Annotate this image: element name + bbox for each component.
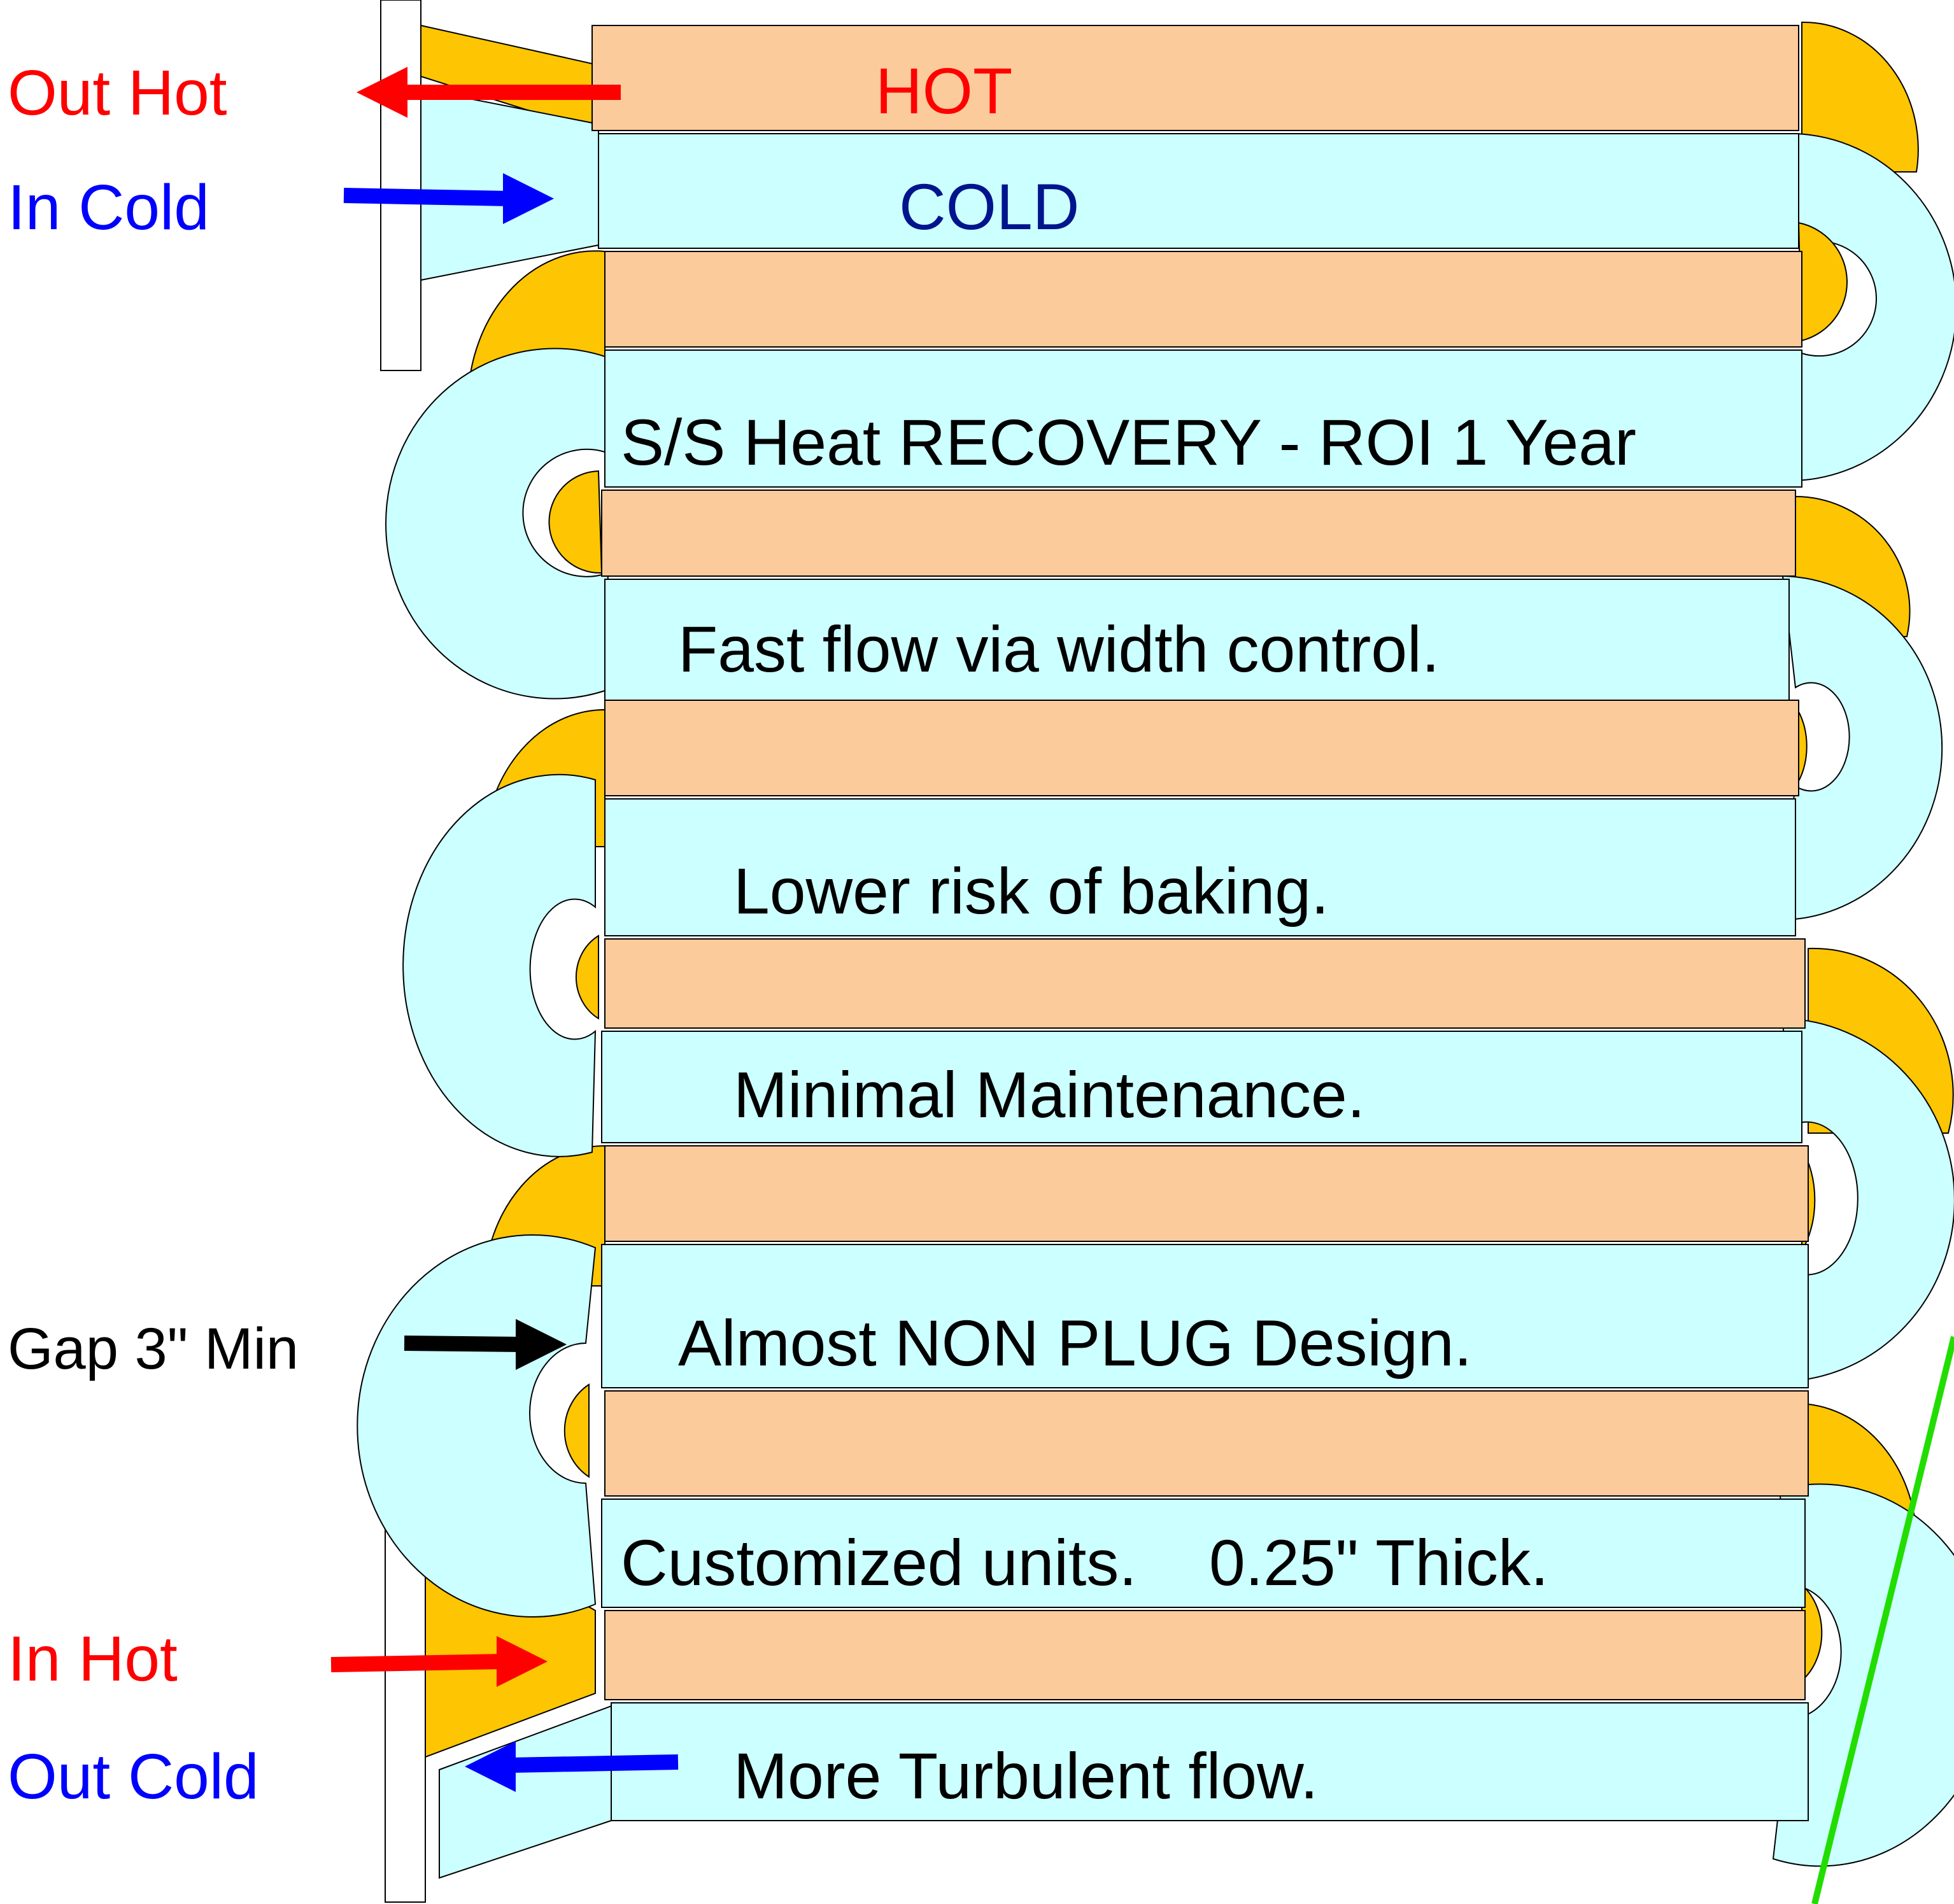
bend-hot-left-small [563, 1383, 590, 1478]
channels [591, 25, 1809, 1821]
bend-hot-right-small [1797, 222, 1848, 342]
bottom-header-plate [385, 1507, 426, 1903]
bend-cold-right [1775, 575, 1943, 921]
cold-channel-label: COLD [899, 171, 1079, 243]
hot-channel [604, 251, 1802, 348]
bend-cold-left [402, 773, 597, 1157]
diagonal-line [1811, 1336, 1954, 1904]
feature-custom: Customized units. 0.25" Thick. [621, 1527, 1548, 1599]
cold-channel [601, 1499, 1806, 1608]
hot-channel [604, 938, 1806, 1029]
bend-cold-left [385, 348, 609, 700]
feature-non-plug: Almost NON PLUG Design. [678, 1307, 1472, 1379]
hot-channel [604, 700, 1799, 796]
cold-channel [611, 1702, 1809, 1821]
bend-hot-left-small [548, 470, 603, 574]
in-hot-arrow [330, 1636, 548, 1687]
gap-arrow [404, 1319, 567, 1370]
feature-baking: Lower risk of baking. [733, 855, 1329, 927]
cold-channel [598, 133, 1799, 249]
hot-channel-label: HOT [875, 55, 1012, 127]
hot-channel [604, 1145, 1809, 1242]
feature-turbulent: More Turbulent flow. [733, 1740, 1318, 1812]
bends [357, 21, 1954, 1867]
flow-arrows [330, 67, 679, 1792]
out-cold-label: Out Cold [8, 1741, 259, 1812]
bend-cold-right [1772, 1483, 1954, 1867]
feature-maintenance: Minimal Maintenance. [733, 1059, 1365, 1131]
in-hot-label: In Hot [8, 1623, 178, 1695]
hot-channel [591, 25, 1799, 131]
feature-roi: S/S Heat RECOVERY - ROI 1 Year [621, 406, 1636, 479]
bend-hot-right [1801, 21, 1919, 173]
top-header-plate [380, 0, 421, 371]
out-hot-arrow [357, 67, 621, 118]
in-cold-label: In Cold [8, 172, 209, 243]
feature-fast-flow: Fast flow via width control. [678, 613, 1440, 686]
in-cold-arrow [343, 173, 554, 224]
cold-channel [601, 1031, 1802, 1143]
hot-channel [604, 1390, 1809, 1497]
bend-hot-left-small [575, 934, 599, 1020]
gap-label: Gap 3" Min [8, 1316, 299, 1381]
bend-hot-right-small [1801, 1583, 1823, 1682]
hot-channel [601, 490, 1796, 577]
bend-cold-right [1775, 1017, 1954, 1383]
bend-cold-right [1781, 132, 1954, 482]
hot-channel [604, 1610, 1806, 1700]
cold-channel [601, 1244, 1809, 1388]
cold-channel [604, 579, 1790, 701]
cold-channel [604, 798, 1796, 936]
out-hot-label: Out Hot [8, 57, 227, 129]
cold-channel [604, 349, 1802, 488]
out-cold-arrow [465, 1741, 679, 1792]
